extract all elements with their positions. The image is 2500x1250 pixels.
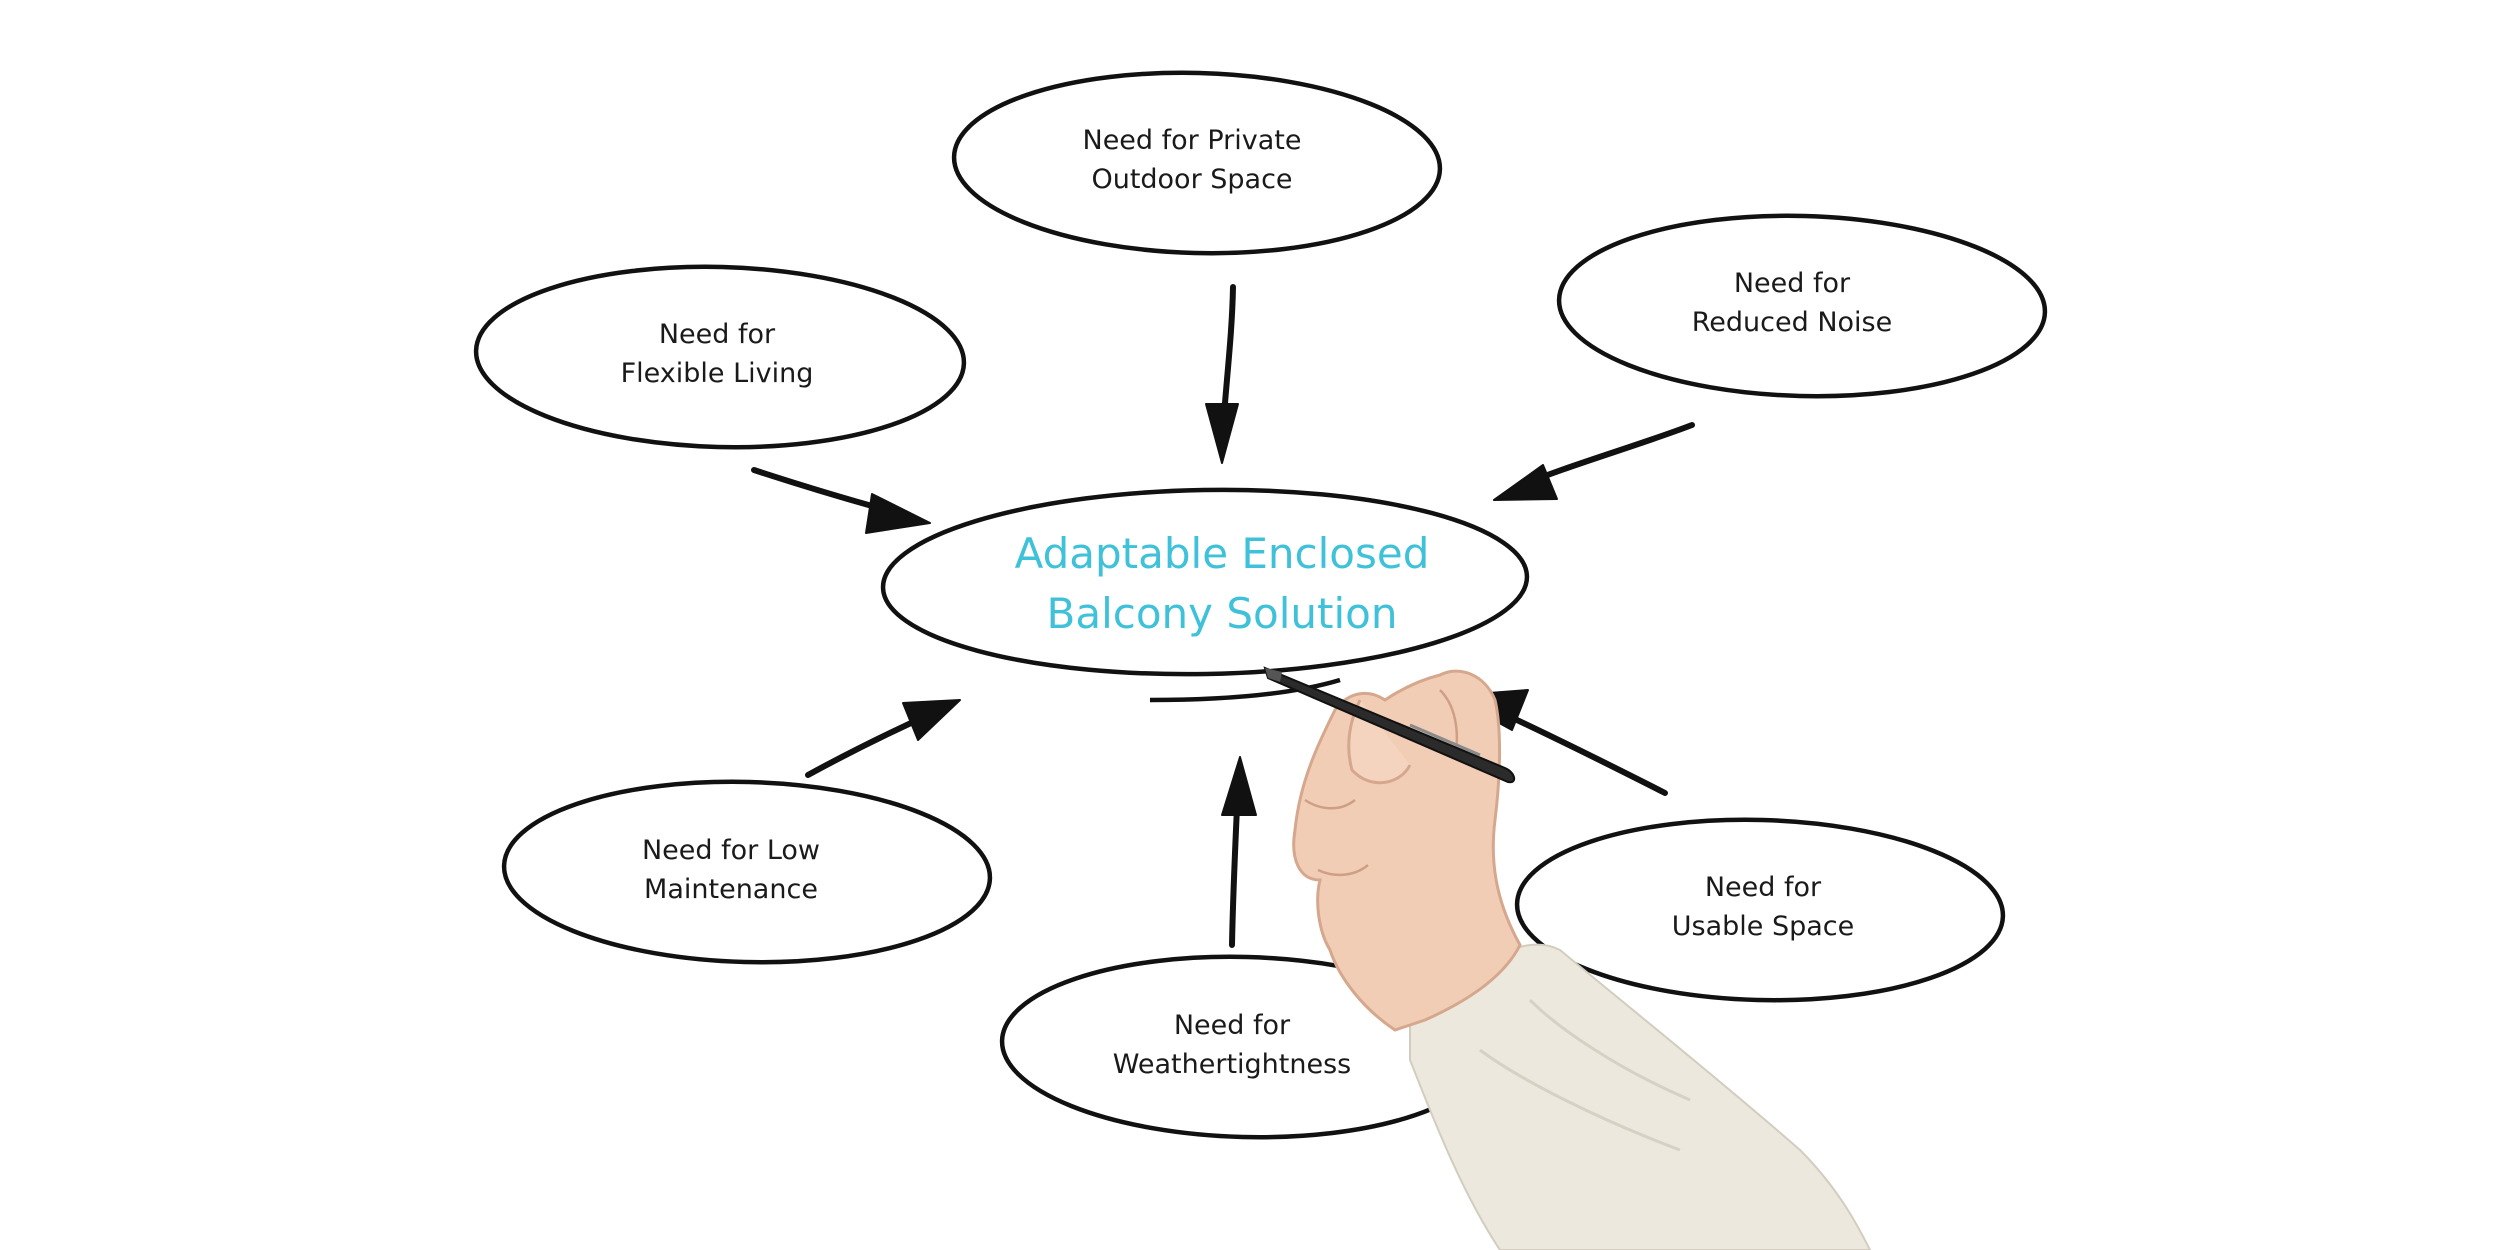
hand-with-pen-icon xyxy=(1263,666,1872,1250)
node-low-maintenance: Need for Low Maintenance xyxy=(501,779,993,965)
node-usable-space: Need for Usable Space xyxy=(1514,817,2006,1003)
node-label-line-2: Usable Space xyxy=(1672,911,1855,942)
edge-flexible-living xyxy=(751,467,931,534)
node-label-line-1: Need for Low xyxy=(642,835,820,866)
edge-reduced-noise xyxy=(1493,422,1695,501)
node-label-line-2: Weathertightness xyxy=(1113,1049,1351,1080)
edge-private-outdoor-space xyxy=(1205,284,1239,464)
node-label-line-2: Maintenance xyxy=(644,874,818,905)
node-flexible-living: Need for Flexible Living xyxy=(473,264,967,450)
center-node: Adaptable Enclosed Balcony Solution xyxy=(880,487,1530,703)
node-label-line-2: Flexible Living xyxy=(621,358,814,389)
node-label-line-1: Need for xyxy=(1174,1010,1291,1041)
node-weathertightness: Need for Weathertightness xyxy=(999,954,1491,1140)
node-label-line-1: Need for xyxy=(1705,872,1822,903)
node-private-outdoor-space: Need for Private Outdoor Space xyxy=(951,70,1443,256)
node-label-line-2: Outdoor Space xyxy=(1091,164,1292,195)
edge-low-maintenance xyxy=(805,699,961,778)
node-label-line-1: Need for xyxy=(659,319,776,350)
center-label-line-1: Adaptable Enclosed xyxy=(1015,529,1430,578)
center-label-line-2: Balcony Solution xyxy=(1047,589,1398,638)
node-label-line-1: Need for xyxy=(1734,268,1851,299)
node-label-line-2: Reduced Noise xyxy=(1692,307,1892,338)
node-label-line-1: Need for Private xyxy=(1083,125,1302,156)
edge-weathertightness xyxy=(1221,756,1257,948)
node-reduced-noise: Need for Reduced Noise xyxy=(1556,213,2048,399)
